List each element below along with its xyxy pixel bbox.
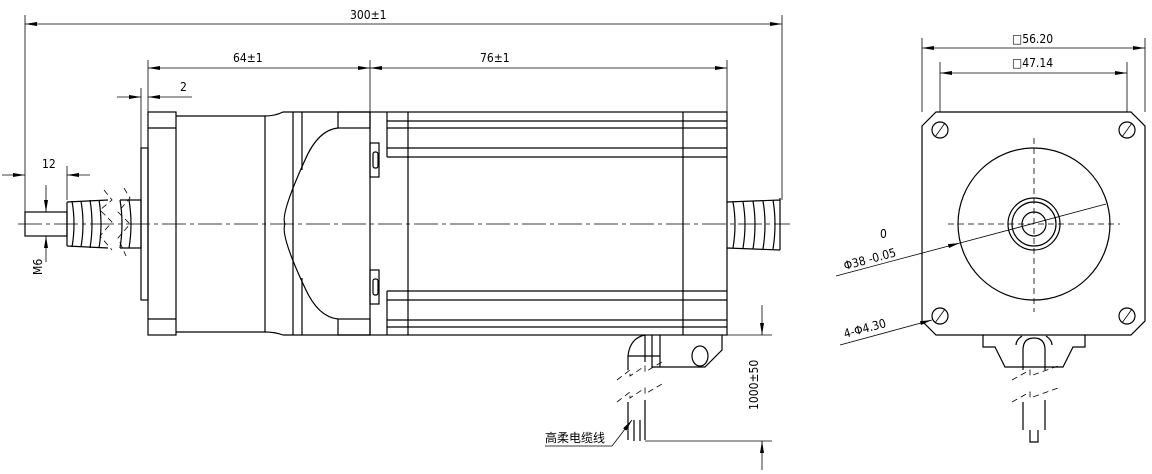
lead-screw-right <box>726 198 781 251</box>
front-view: □56.20 □47.14 0 Φ38 -0.05 4-Φ4 <box>835 32 1146 443</box>
pilot-diameter-label: Φ38 -0.05 <box>842 246 897 273</box>
gearbox-body <box>147 111 371 336</box>
overall-length-label: 300±1 <box>350 8 387 22</box>
hole-spacing-label: □47.14 <box>1012 56 1053 70</box>
cable: 1000±50 高柔电缆线 <box>545 305 772 470</box>
cable-label: 高柔电缆线 <box>545 430 605 445</box>
pilot-tolerance-upper: 0 <box>880 227 887 241</box>
front-cable <box>982 335 1086 443</box>
outer-square-label: □56.20 <box>1012 32 1053 46</box>
dimension-flange: 2 <box>117 80 192 148</box>
pilot-boss <box>957 147 1111 301</box>
dimension-overall: 300±1 <box>24 8 783 236</box>
dimension-gearbox-motor: 64±1 76±1 <box>147 51 728 335</box>
dimension-shaft: 12 M6 <box>2 157 90 275</box>
cable-length-label: 1000±50 <box>747 360 761 410</box>
mounting-holes <box>931 121 1136 325</box>
motor-length-label: 76±1 <box>480 51 510 65</box>
shaft-hole <box>1021 211 1047 237</box>
shaft-length-label: 12 <box>42 157 56 171</box>
flange-thickness-label: 2 <box>180 80 187 94</box>
gearbox-length-label: 64±1 <box>233 51 263 65</box>
thread-label: M6 <box>31 259 45 275</box>
dimension-mounting-holes: 4-Φ4.30 <box>839 316 933 346</box>
motor-face <box>921 111 1146 336</box>
mounting-holes-label: 4-Φ4.30 <box>842 316 888 341</box>
side-view: 300±1 64±1 76±1 2 12 M6 <box>2 8 790 470</box>
lead-screw-left <box>66 187 142 257</box>
dimension-hole-spacing: □47.14 <box>939 56 1128 112</box>
dimension-outer-square: □56.20 <box>921 32 1146 112</box>
dimension-pilot: 0 Φ38 -0.05 <box>835 203 1107 277</box>
motor-body <box>369 111 728 336</box>
